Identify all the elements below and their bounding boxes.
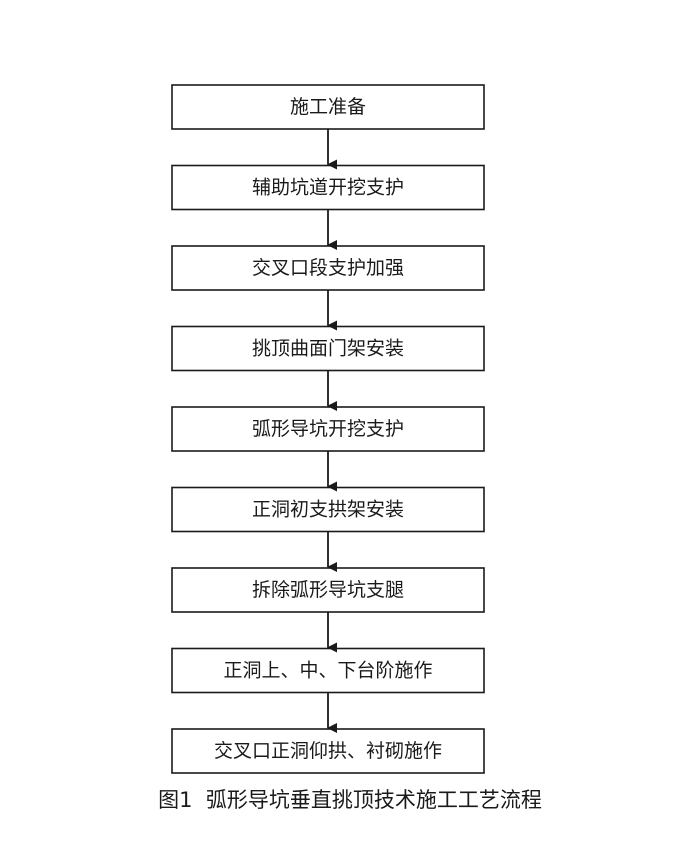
flow-step-label: 辅助坑道开挖支护	[252, 177, 404, 199]
flow-step: 正洞上、中、下台阶施作	[171, 647, 485, 694]
flow-step-label: 施工准备	[290, 96, 366, 118]
flow-step-box	[171, 164, 485, 211]
flow-step-box	[171, 728, 485, 774]
flow-step: 施工准备	[171, 84, 485, 130]
flow-step-box	[171, 486, 485, 533]
flow-step-label: 交叉口正洞仰拱、衬砌施作	[214, 740, 442, 762]
flow-step-label: 交叉口段支护加强	[252, 257, 404, 279]
flow-step: 正洞初支拱架安装	[171, 486, 485, 533]
flow-step-label: 正洞上、中、下台阶施作	[223, 660, 432, 682]
figure-caption: 图1 弧形导坑垂直挑顶技术施工工艺流程	[158, 788, 542, 812]
flow-step: 挑顶曲面门架安装	[171, 325, 485, 372]
flow-step-label: 挑顶曲面门架安装	[252, 338, 404, 360]
flow-step-box	[171, 647, 485, 694]
flow-step: 交叉口正洞仰拱、衬砌施作	[171, 728, 485, 774]
flow-step-box	[171, 84, 485, 130]
flow-step: 交叉口段支护加强	[171, 245, 485, 291]
flow-step: 拆除弧形导坑支腿	[171, 567, 485, 613]
flow-step-label: 拆除弧形导坑支腿	[252, 579, 404, 601]
flow-step-label: 正洞初支拱架安装	[252, 499, 404, 521]
flow-step: 弧形导坑开挖支护	[171, 406, 485, 452]
flow-step: 辅助坑道开挖支护	[171, 164, 485, 211]
flow-step-box	[171, 325, 485, 372]
flow-step-label: 弧形导坑开挖支护	[252, 418, 404, 440]
